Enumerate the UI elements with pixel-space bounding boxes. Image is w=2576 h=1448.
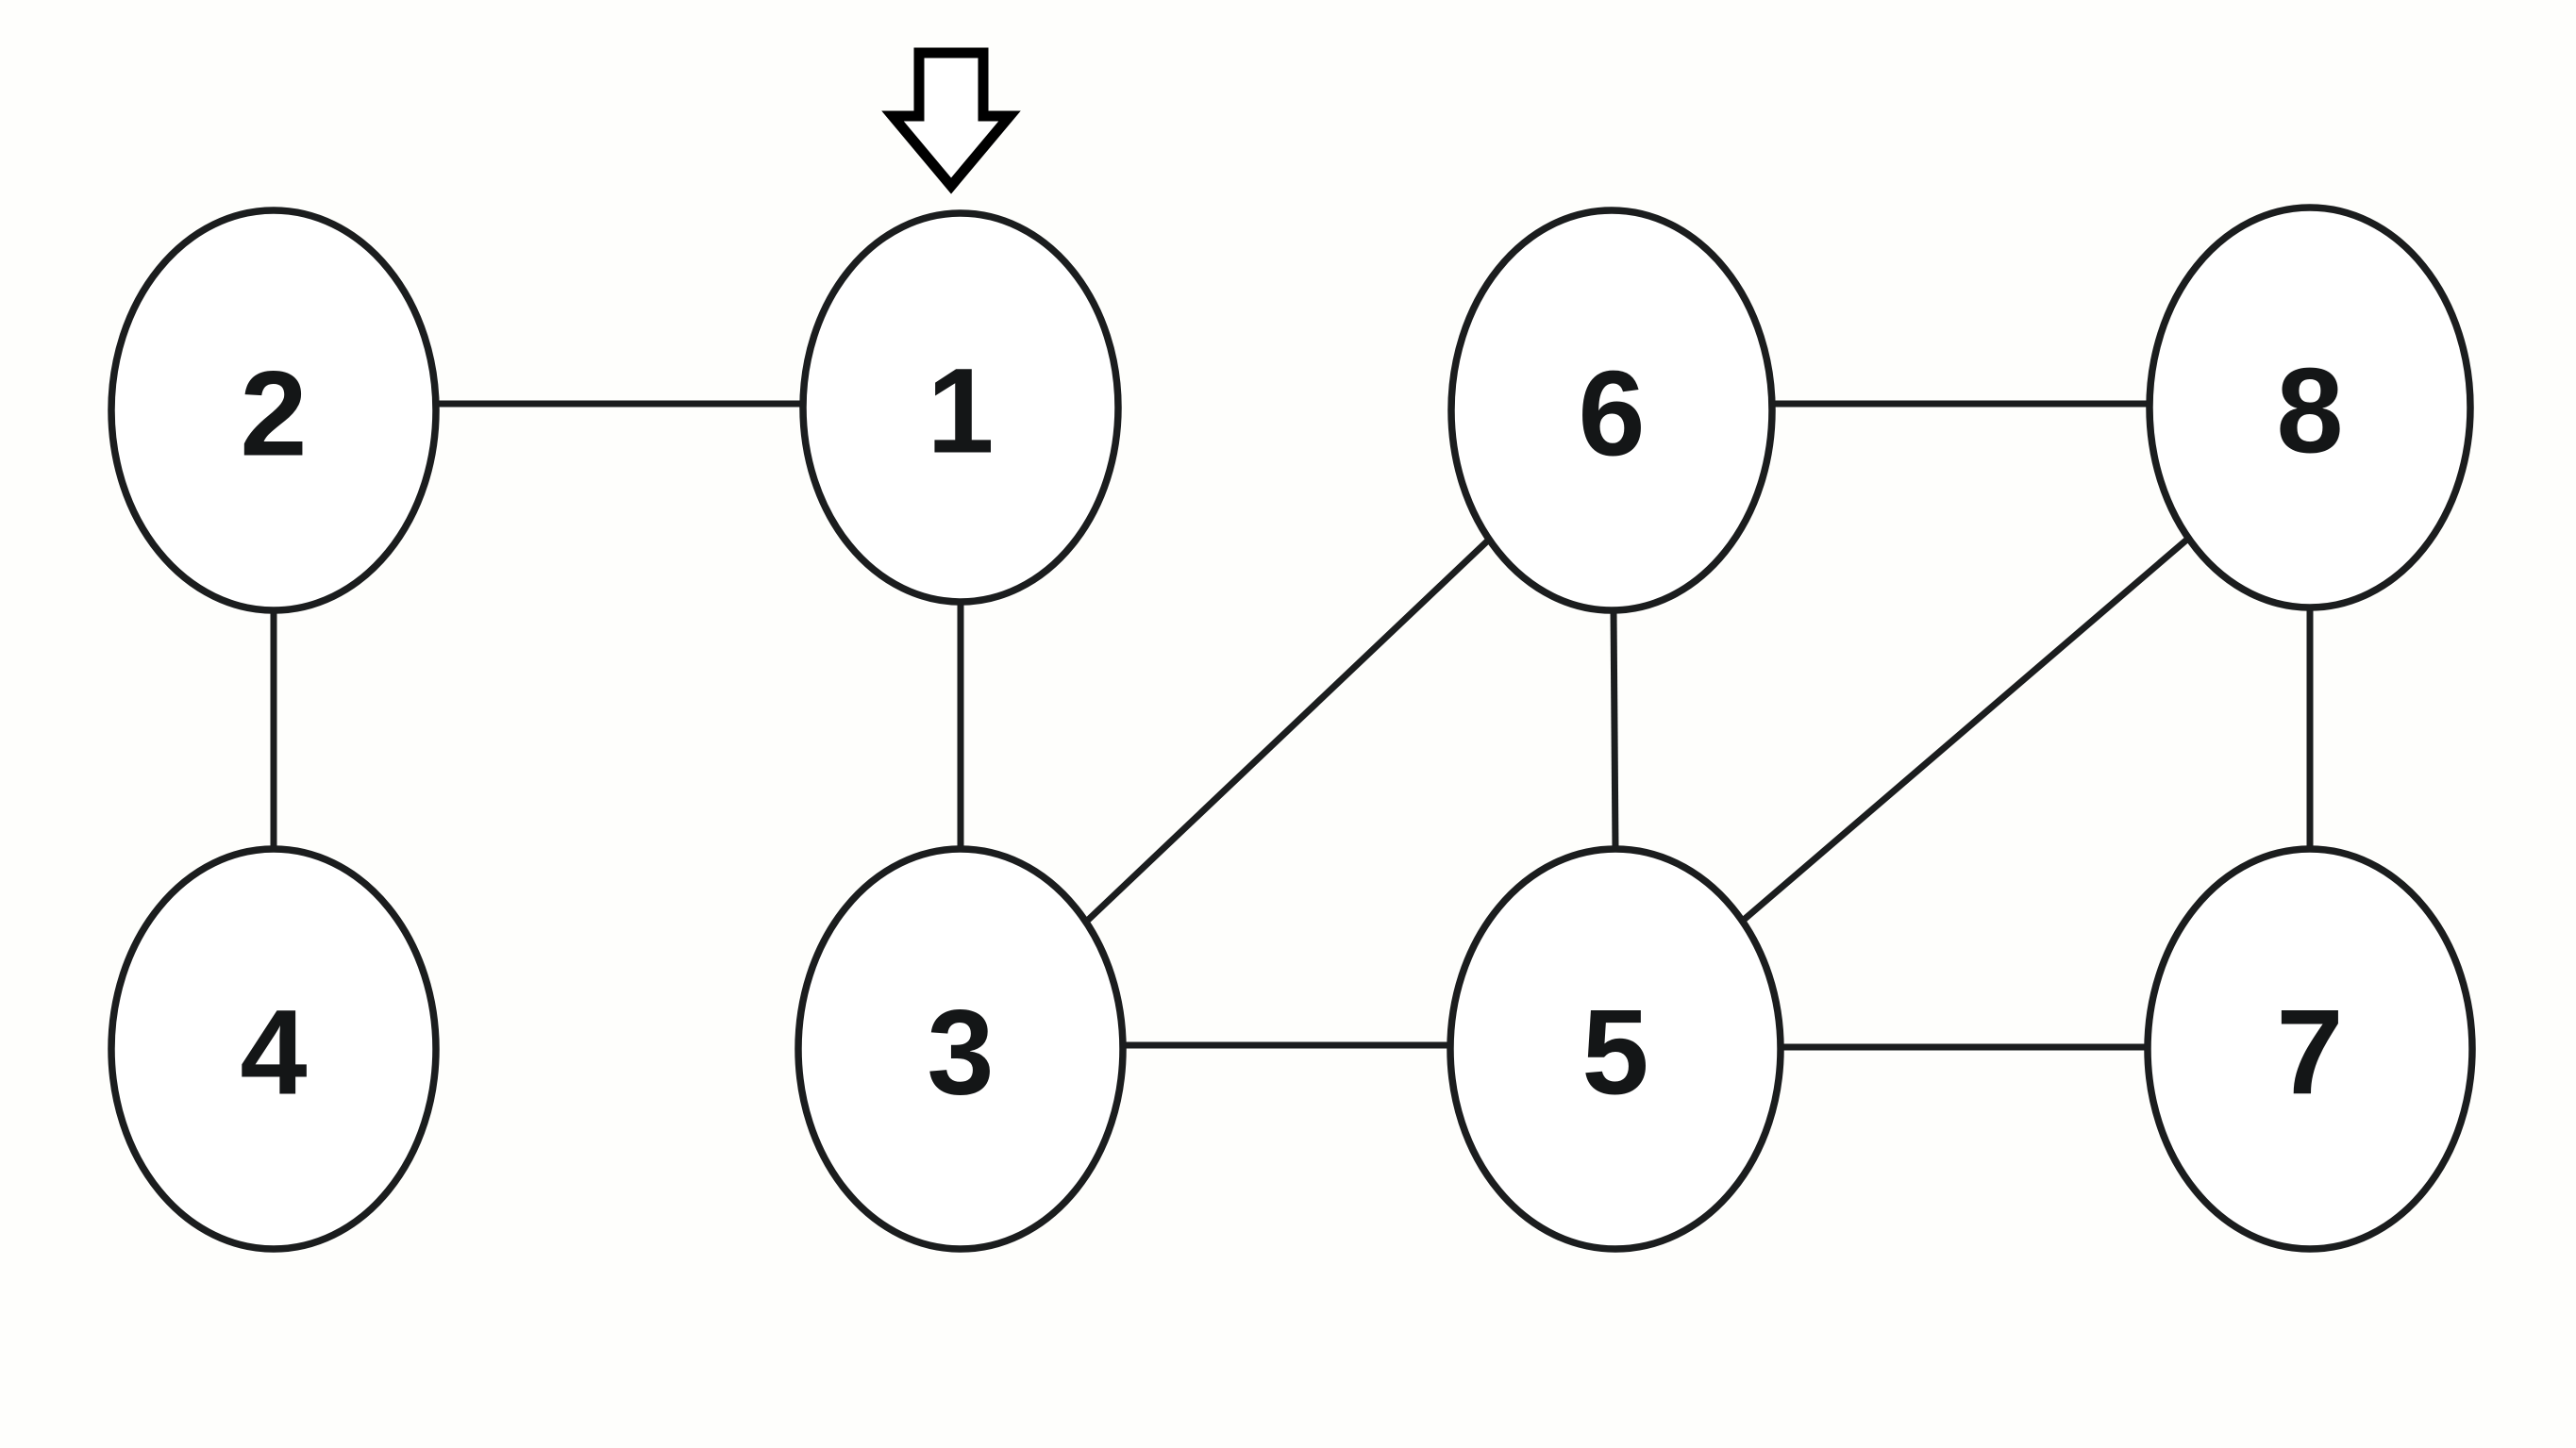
down-arrow-icon [881, 47, 1021, 194]
node-1[interactable]: 1 [799, 209, 1122, 606]
edge-5-8 [1734, 535, 2192, 928]
node-3-ellipse[interactable] [795, 845, 1127, 1253]
node-5[interactable]: 5 [1447, 845, 1784, 1253]
annotation-layer [881, 47, 1021, 194]
node-6-label: 6 [1578, 347, 1645, 482]
node-1-label: 1 [927, 344, 994, 479]
node-2-label: 2 [240, 347, 307, 482]
node-7-label: 7 [2276, 986, 2343, 1121]
nodes-layer: 2 1 6 8 4 3 [108, 204, 2476, 1253]
node-5-label: 5 [1581, 986, 1648, 1121]
edges-layer [270, 400, 2314, 1051]
edge-6-5 [1610, 609, 1619, 850]
node-6[interactable]: 6 [1447, 207, 1776, 614]
node-2-ellipse[interactable] [108, 207, 440, 614]
node-6-ellipse[interactable] [1447, 207, 1776, 614]
node-5-ellipse[interactable] [1447, 845, 1784, 1253]
node-1-ellipse[interactable] [799, 209, 1122, 606]
node-2[interactable]: 2 [108, 207, 440, 614]
node-8-ellipse[interactable] [2146, 204, 2474, 611]
node-8-label: 8 [2276, 344, 2343, 479]
node-8[interactable]: 8 [2146, 204, 2474, 611]
node-7[interactable]: 7 [2144, 845, 2476, 1253]
node-3-label: 3 [927, 986, 994, 1121]
edge-3-6 [1079, 535, 1494, 928]
node-4-label: 4 [240, 986, 307, 1121]
node-3[interactable]: 3 [795, 845, 1127, 1253]
node-7-ellipse[interactable] [2144, 845, 2476, 1253]
node-4-ellipse[interactable] [108, 845, 440, 1253]
node-4[interactable]: 4 [108, 845, 440, 1253]
